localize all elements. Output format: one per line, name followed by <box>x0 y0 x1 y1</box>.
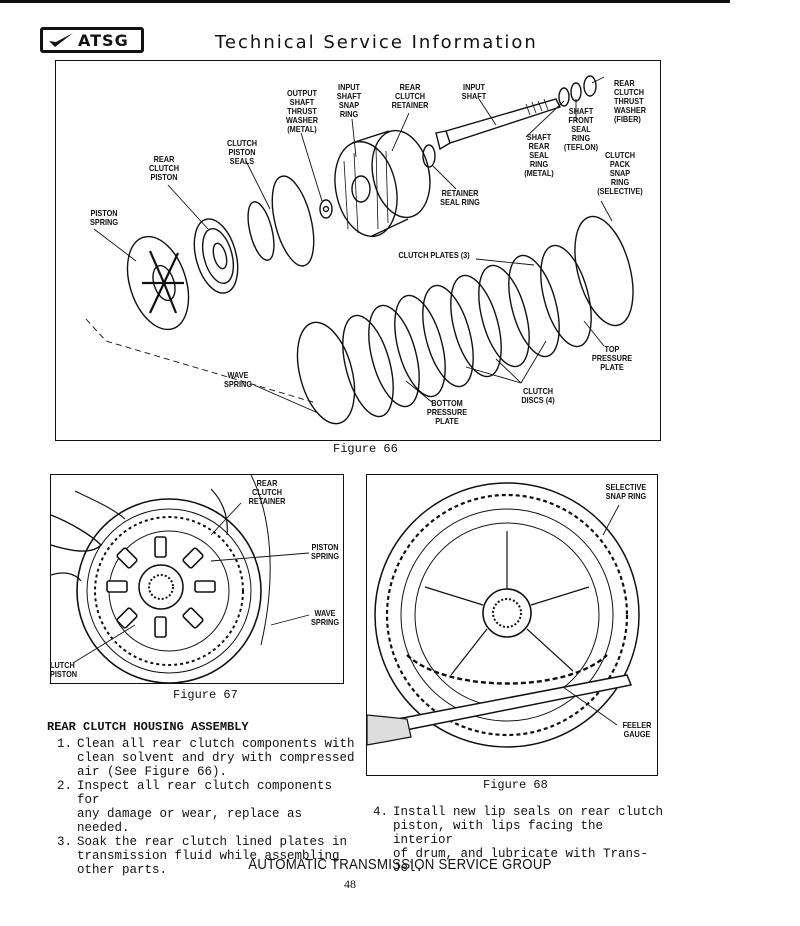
top-rule <box>0 0 730 3</box>
step-text: Install new lip seals on rear clutch pis… <box>393 805 664 875</box>
label-rear-clutch-thrust-washer: REAR CLUTCH THRUST WASHER (FIBER) <box>614 78 647 124</box>
logo-text: ATSG <box>78 30 129 50</box>
page-number: 48 <box>344 877 356 891</box>
label-feeler-gauge: FEELER GAUGE <box>622 720 652 739</box>
label-input-shaft: INPUT SHAFT <box>461 82 487 101</box>
step-number: 2. <box>56 779 72 793</box>
footer-title: AUTOMATIC TRANSMISSION SERVICE GROUP <box>248 856 552 873</box>
figure-66-caption: Figure 66 <box>333 442 398 456</box>
step-item: 4. Install new lip seals on rear clutch … <box>366 805 666 875</box>
label-rear-clutch-retainer: REAR CLUTCH RETAINER <box>391 82 429 110</box>
label-shaft-front-seal-ring: SHAFT FRONT SEAL RING (TEFLON) <box>563 106 599 152</box>
label-retainer-seal-ring: RETAINER SEAL RING <box>440 188 480 207</box>
label-input-shaft-snap-ring: INPUT SHAFT SNAP RING <box>336 82 362 119</box>
step-item: 3. Soak the rear clutch lined plates in … <box>50 835 360 877</box>
label-rear-clutch-retainer: REAR CLUTCH RETAINER <box>248 478 286 506</box>
label-selective-snap-ring: SELECTIVE SNAP RING <box>605 482 647 501</box>
label-wave-spring: WAVE SPRING <box>223 370 253 389</box>
label-shaft-rear-seal-ring: SHAFT REAR SEAL RING (METAL) <box>524 132 554 178</box>
step-number: 4. <box>372 805 388 819</box>
label-clutch-plates: CLUTCH PLATES (3) <box>398 250 470 260</box>
step-text: Inspect all rear clutch components for a… <box>77 779 333 835</box>
figure-67-photo: REAR CLUTCH RETAINER PISTON SPRING WAVE … <box>50 474 344 684</box>
atsg-logo: ATSG <box>40 27 144 53</box>
figure-67-drawing <box>51 475 310 683</box>
figure-66-drawing <box>85 75 634 425</box>
step-text: Clean all rear clutch components with cl… <box>77 737 355 779</box>
figure-66-exploded-view: OUTPUT SHAFT THRUST WASHER (METAL) INPUT… <box>55 60 661 441</box>
step-text: Soak the rear clutch lined plates in tra… <box>77 835 348 877</box>
figure-68-caption: Figure 68 <box>483 778 548 792</box>
label-clutch-pack-snap-ring: CLUTCH PACK SNAP RING (SELECTIVE) <box>597 150 643 196</box>
label-top-pressure-plate: TOP PRESSURE PLATE <box>591 344 633 372</box>
header-title: Technical Service Information <box>215 32 538 53</box>
steps-column-left: 1. Clean all rear clutch components with… <box>50 737 360 877</box>
label-clutch-piston-seals: CLUTCH PISTON SEALS <box>226 138 258 166</box>
label-clutch-discs: CLUTCH DISCS (4) <box>521 386 555 405</box>
steps-column-right: 4. Install new lip seals on rear clutch … <box>366 805 666 875</box>
label-clutch-piston: LUTCH PISTON <box>50 660 78 679</box>
figure-67-caption: Figure 67 <box>173 688 238 702</box>
label-bottom-pressure-plate: BOTTOM PRESSURE PLATE <box>426 398 468 426</box>
figure-68-drawing <box>367 482 640 748</box>
label-wave-spring: WAVE SPRING <box>310 608 340 627</box>
step-number: 1. <box>56 737 72 751</box>
label-output-shaft-thrust-washer: OUTPUT SHAFT THRUST WASHER (METAL) <box>285 88 319 134</box>
step-item: 1. Clean all rear clutch components with… <box>50 737 360 779</box>
section-heading: REAR CLUTCH HOUSING ASSEMBLY <box>47 720 249 734</box>
label-rear-clutch-piston: REAR CLUTCH PISTON <box>148 154 180 182</box>
label-piston-spring: PISTON SPRING <box>310 542 340 561</box>
figure-68-photo: SELECTIVE SNAP RING FEELER GAUGE <box>366 474 658 776</box>
step-item: 2. Inspect all rear clutch components fo… <box>50 779 360 835</box>
label-piston-spring: PISTON SPRING <box>89 208 119 227</box>
checkmark-flag-icon <box>49 33 73 47</box>
step-number: 3. <box>56 835 72 849</box>
